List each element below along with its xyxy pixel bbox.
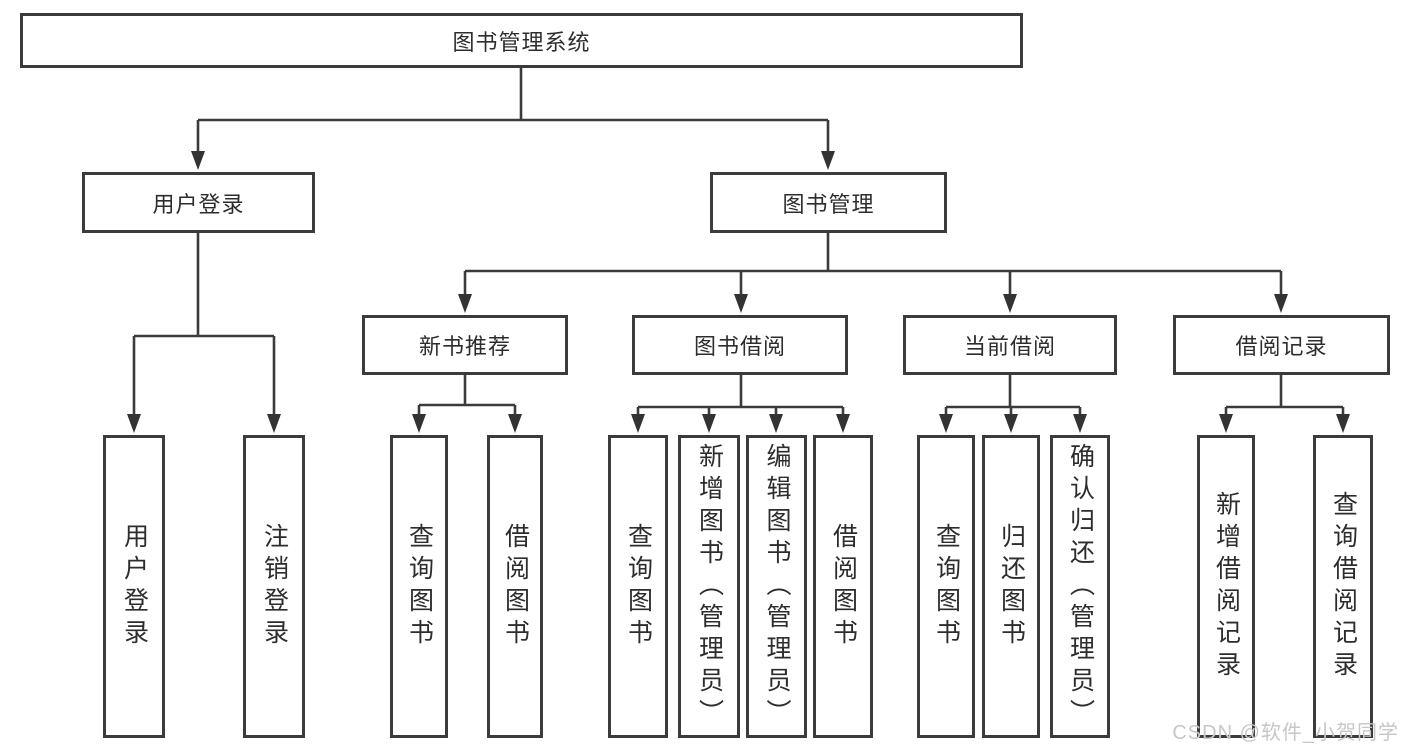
arrowhead xyxy=(702,414,716,433)
arrowhead xyxy=(734,294,748,313)
node-borrow-books-recommend-label: 借阅图书 xyxy=(501,522,530,651)
node-book-management-label: 图书管理 xyxy=(782,191,875,217)
node-borrowing-records: 借阅记录 xyxy=(1173,315,1390,375)
csdn-watermark: CSDN @软件_小贺同学 xyxy=(1172,722,1399,744)
node-borrow-books-borrowing: 借阅图书 xyxy=(813,435,873,738)
node-user-login-branch: 用户登录 xyxy=(82,172,315,233)
node-user-login-leaf-label: 用户登录 xyxy=(120,522,149,651)
node-user-login-leaf: 用户登录 xyxy=(103,435,165,738)
node-return-books: 归还图书 xyxy=(982,435,1040,738)
node-query-borrowing-record: 查询借阅记录 xyxy=(1313,435,1373,738)
connector-user-login-children xyxy=(132,233,276,421)
arrowhead xyxy=(1003,294,1017,313)
node-return-books-label: 归还图书 xyxy=(997,522,1026,651)
node-add-borrowing-record: 新增借阅记录 xyxy=(1197,435,1255,738)
node-borrow-books-borrowing-label: 借阅图书 xyxy=(829,522,858,651)
arrowhead xyxy=(191,151,205,170)
arrowhead xyxy=(1219,414,1233,433)
node-user-login-branch-label: 用户登录 xyxy=(152,191,245,217)
node-confirm-return-admin: 确认归还（管理员） xyxy=(1050,435,1110,738)
arrowhead xyxy=(267,414,281,433)
node-query-books-borrowing: 查询图书 xyxy=(608,435,668,738)
arrowhead xyxy=(412,414,426,433)
arrowhead xyxy=(769,414,783,433)
node-query-books-recommend-label: 查询图书 xyxy=(405,522,434,651)
node-query-books-borrowing-label: 查询图书 xyxy=(624,522,653,651)
node-system-root-label: 图书管理系统 xyxy=(452,29,591,55)
node-book-management: 图书管理 xyxy=(710,172,947,233)
connector-book-borrowing-children xyxy=(636,375,845,421)
node-logout: 注销登录 xyxy=(243,435,305,738)
node-book-borrowing: 图书借阅 xyxy=(632,315,848,375)
connector-new-book-rec-children xyxy=(417,375,517,421)
node-add-borrowing-record-label: 新增借阅记录 xyxy=(1212,490,1241,683)
arrowhead xyxy=(1274,294,1288,313)
arrowhead xyxy=(1073,414,1087,433)
arrowhead xyxy=(508,414,522,433)
node-logout-label: 注销登录 xyxy=(260,522,289,651)
node-system-root: 图书管理系统 xyxy=(20,13,1023,68)
arrowhead xyxy=(127,414,141,433)
node-borrow-books-recommend: 借阅图书 xyxy=(487,435,543,738)
node-edit-books-admin: 编辑图书（管理员） xyxy=(746,435,807,738)
node-new-book-recommendation: 新书推荐 xyxy=(362,315,568,375)
node-add-books-admin: 新增图书（管理员） xyxy=(678,435,740,738)
connector-book-management-children xyxy=(463,233,1283,301)
arrowhead xyxy=(821,151,835,170)
arrowhead xyxy=(1336,414,1350,433)
node-new-book-recommendation-label: 新书推荐 xyxy=(418,334,511,359)
node-query-borrowing-record-label: 查询借阅记录 xyxy=(1329,490,1358,683)
arrowhead xyxy=(836,414,850,433)
node-query-books-recommend: 查询图书 xyxy=(390,435,448,738)
node-confirm-return-admin-label: 确认归还（管理员） xyxy=(1066,442,1095,731)
node-edit-books-admin-label: 编辑图书（管理员） xyxy=(763,442,791,731)
node-current-borrowing-label: 当前借阅 xyxy=(963,334,1056,359)
node-book-borrowing-label: 图书借阅 xyxy=(693,334,786,359)
arrowhead xyxy=(1004,414,1018,433)
node-query-books-current-label: 查询图书 xyxy=(932,522,961,651)
arrowhead xyxy=(458,294,472,313)
connector-system-children xyxy=(196,66,830,158)
arrowhead xyxy=(631,414,645,433)
node-borrowing-records-label: 借阅记录 xyxy=(1235,334,1328,359)
node-current-borrowing: 当前借阅 xyxy=(903,315,1117,375)
connector-borrowing-records-children xyxy=(1224,375,1345,421)
node-add-books-admin-label: 新增图书（管理员） xyxy=(695,442,724,731)
node-query-books-current: 查询图书 xyxy=(917,435,975,738)
arrowhead xyxy=(939,414,953,433)
